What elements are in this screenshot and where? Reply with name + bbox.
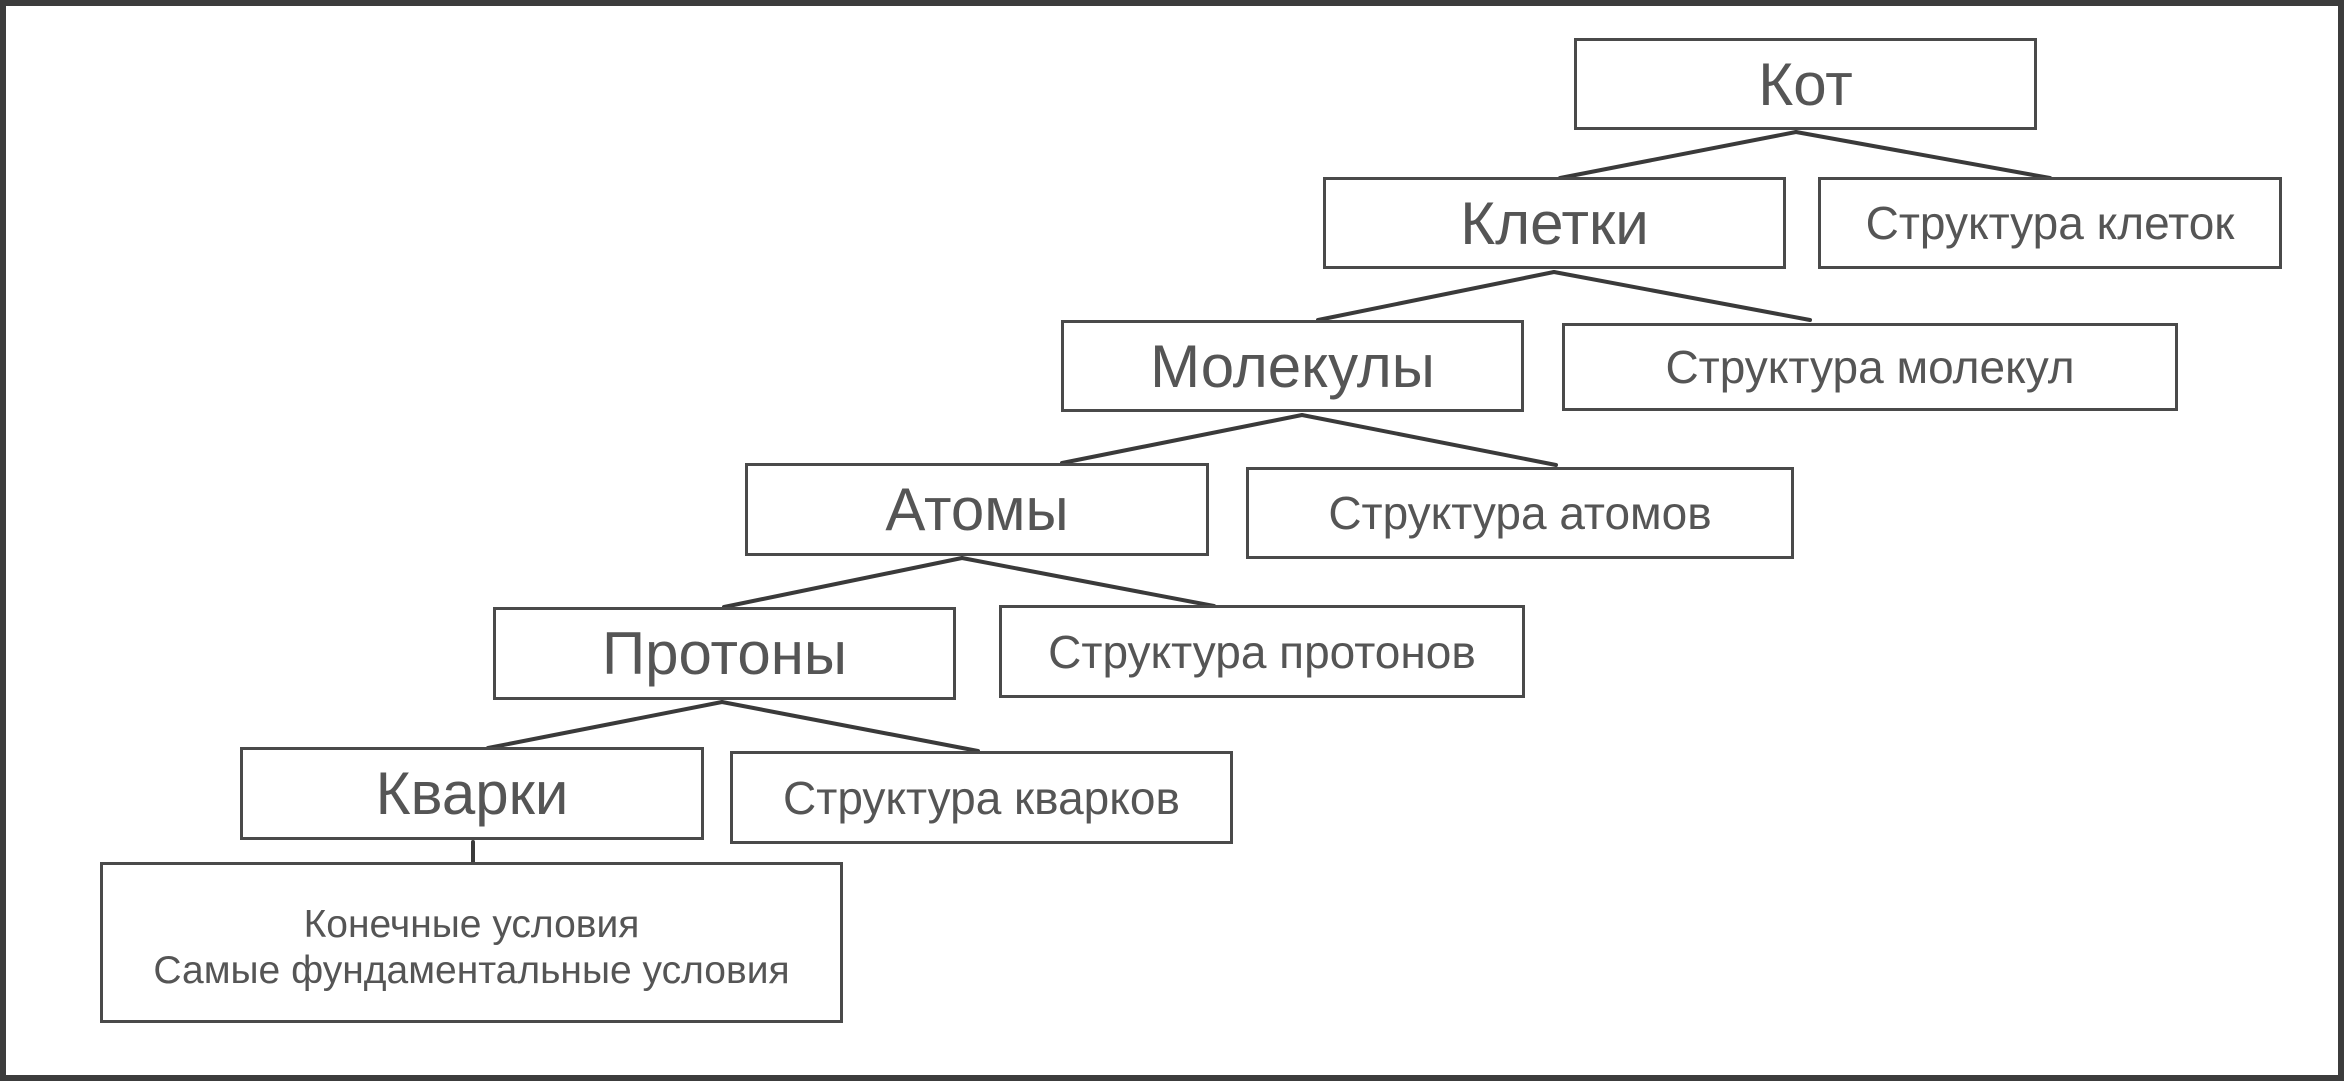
- final-conditions-line-1: Конечные условия: [303, 902, 640, 946]
- node-atoms: Атомы: [745, 463, 1209, 556]
- node-protons: Протоны: [493, 607, 956, 700]
- connector-molecules-atoms-structure: [1300, 413, 1558, 467]
- node-molecules-structure-label: Структура молекул: [1665, 341, 2075, 393]
- connector-kot-cells-structure: [1794, 130, 2052, 180]
- node-atoms-structure: Структура атомов: [1246, 467, 1794, 559]
- connector-protons-quarks: [486, 700, 724, 750]
- connector-molecules-atoms: [1060, 413, 1304, 465]
- node-cells-structure-label: Структура клеток: [1865, 197, 2235, 249]
- node-quarks-label: Кварки: [375, 760, 569, 827]
- node-kot: Кот: [1574, 38, 2037, 130]
- node-cells: Клетки: [1323, 177, 1786, 269]
- node-quarks-structure-label: Структура кварков: [783, 771, 1180, 824]
- node-quarks-structure: Структура кварков: [730, 751, 1233, 844]
- final-conditions-line-2: Самые фундаментальные условия: [153, 948, 790, 992]
- node-kot-label: Кот: [1758, 50, 1853, 118]
- connector-atoms-protons-structure: [960, 556, 1216, 608]
- node-cells-label: Клетки: [1460, 189, 1649, 257]
- connector-cells-molecules-structure: [1552, 270, 1812, 322]
- node-final-conditions: Конечные условия Самые фундаментальные у…: [100, 862, 843, 1023]
- node-protons-structure: Структура протонов: [999, 605, 1525, 698]
- connector-atoms-protons: [722, 556, 964, 609]
- node-protons-label: Протоны: [602, 620, 847, 687]
- node-molecules-structure: Структура молекул: [1562, 323, 2178, 411]
- node-cells-structure: Структура клеток: [1818, 177, 2282, 269]
- node-molecules-label: Молекулы: [1150, 332, 1435, 400]
- node-atoms-label: Атомы: [885, 476, 1069, 543]
- connector-kot-cells: [1558, 130, 1798, 180]
- connector-cells-molecules: [1316, 270, 1556, 322]
- connector-protons-quarks-structure: [720, 700, 980, 753]
- node-protons-structure-label: Структура протонов: [1048, 625, 1476, 678]
- node-atoms-structure-label: Структура атомов: [1328, 487, 1712, 539]
- node-quarks: Кварки: [240, 747, 704, 840]
- node-molecules: Молекулы: [1061, 320, 1524, 412]
